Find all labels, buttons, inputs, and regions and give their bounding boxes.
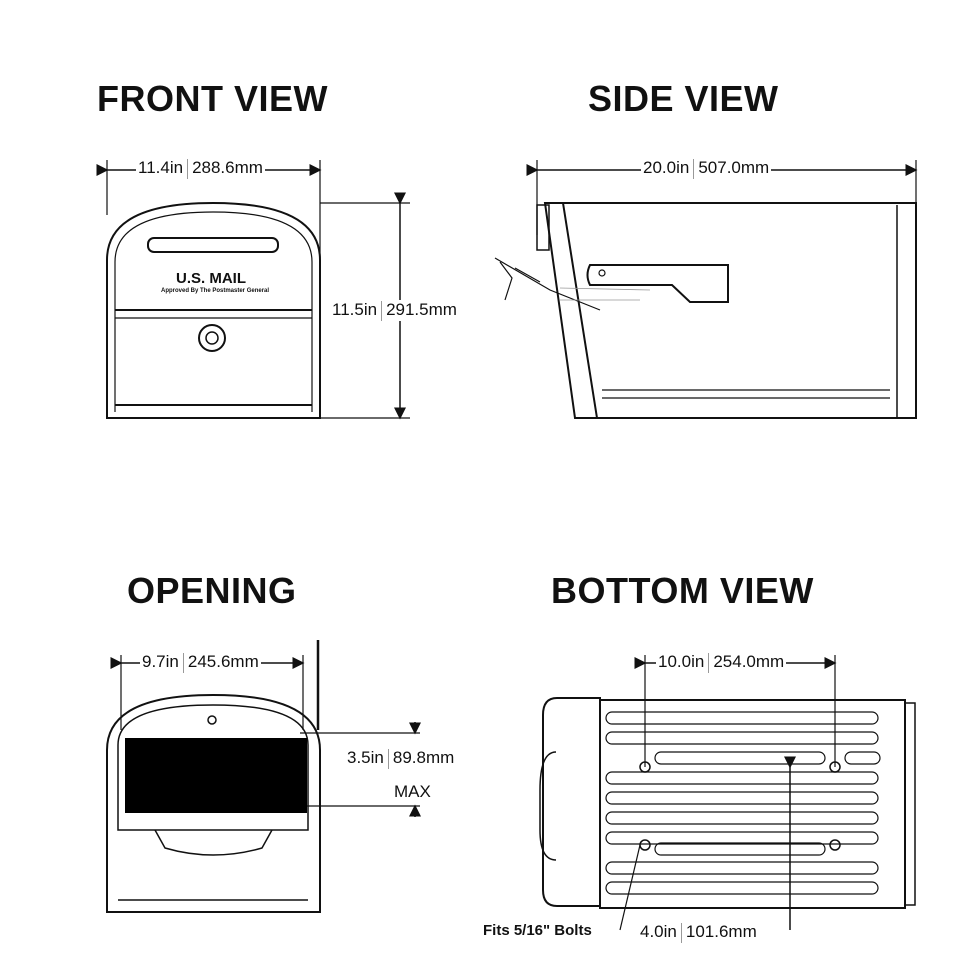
opening-title: OPENING [127, 570, 297, 611]
bottom-view-drawing [539, 655, 916, 931]
front-view-title: FRONT VIEW [97, 78, 328, 119]
bolt-note-label: Fits 5/16" Bolts [480, 922, 595, 939]
bolt-hole [829, 839, 841, 851]
bottom-view-title: BOTTOM VIEW [551, 570, 814, 611]
bolt-hole [829, 761, 841, 773]
postmaster-label: Approved By The Postmaster General [161, 288, 270, 294]
bottom-door-outline [542, 697, 601, 907]
bolt-hole [639, 761, 651, 773]
opening-body-outline [106, 693, 321, 913]
side-view-drawing [494, 160, 918, 419]
side-door-outline [543, 202, 599, 419]
front-body-outline [106, 201, 321, 419]
side-body-outline [563, 202, 917, 419]
door-handle [147, 237, 279, 253]
bottom-ribs [605, 711, 881, 895]
lock-keyhole [198, 324, 226, 352]
side-view-title: SIDE VIEW [588, 78, 779, 119]
us-mail-label: U.S. MAIL [176, 270, 246, 287]
opening-max-area [125, 738, 307, 813]
flag-open-ghost [494, 257, 601, 311]
bolt-hole [639, 839, 651, 851]
opening-max-label: MAX [392, 782, 433, 802]
flag-arm [586, 264, 729, 303]
